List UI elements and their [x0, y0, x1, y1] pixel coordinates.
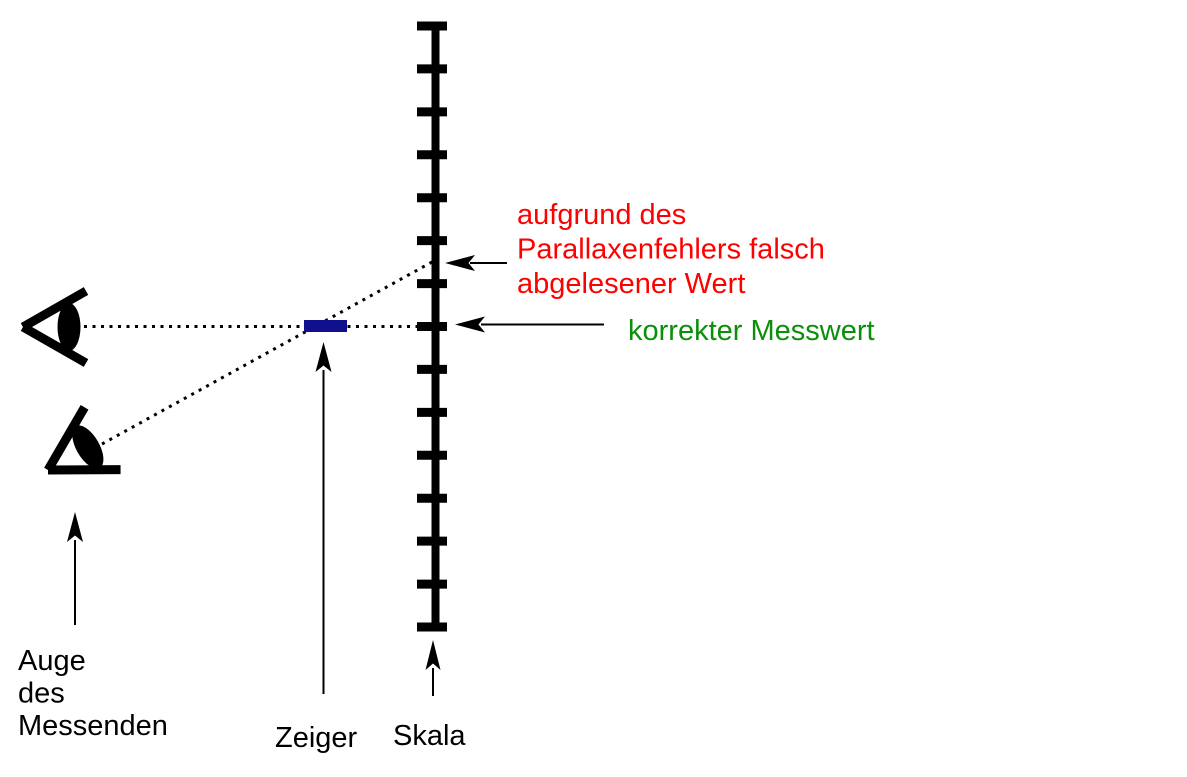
- tilted-eye-icon: [30, 407, 121, 501]
- eye-icon: [23, 291, 86, 363]
- sight-line-parallax: [101, 260, 433, 446]
- correct-value-label: korrekter Messwert: [628, 315, 875, 347]
- scale-label: Skala: [393, 720, 466, 752]
- correct-value-arrow: [455, 316, 604, 333]
- wrong-value-arrow: [445, 255, 507, 271]
- scale-label-arrow: [425, 640, 441, 696]
- scale-ticks: [417, 21, 447, 632]
- eye-label-arrow: [67, 512, 83, 625]
- wrong-value-label: aufgrund des Parallaxenfehlers falsch ab…: [517, 199, 833, 300]
- pointer-label: Zeiger: [275, 722, 358, 754]
- eye-label: Auge des Messenden: [18, 645, 168, 742]
- pointer-rect: [304, 320, 347, 332]
- pointer-label-arrow: [315, 342, 332, 694]
